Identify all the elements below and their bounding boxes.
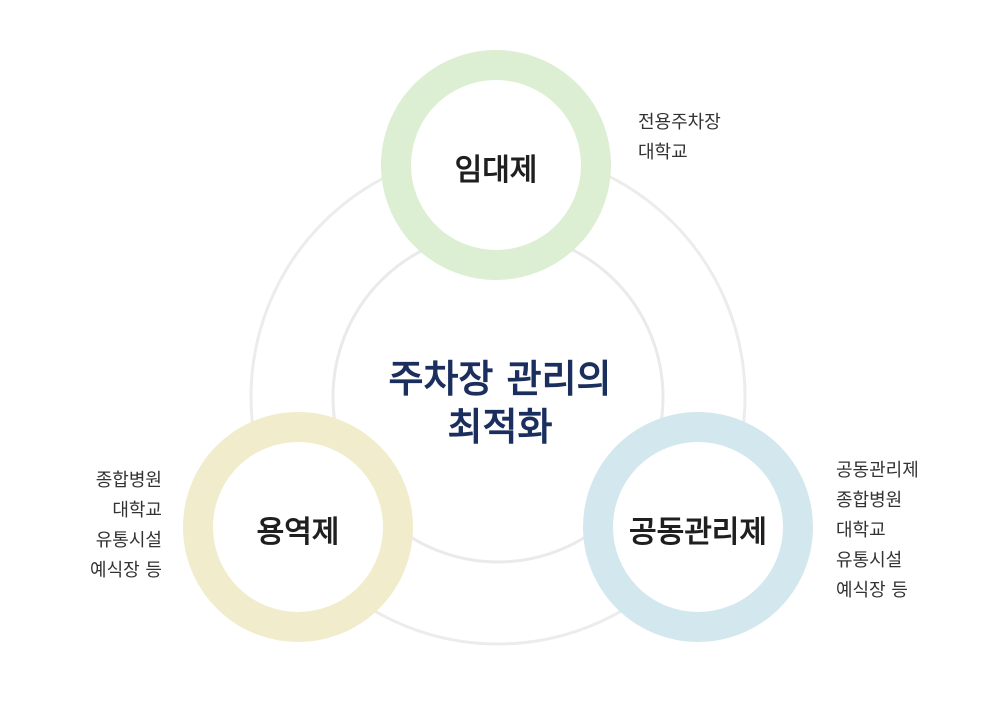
- desc-top: 전용주차장 대학교: [638, 108, 721, 168]
- center-title-line1: 주차장 관리의: [388, 357, 612, 401]
- node-label-top: 임대제: [454, 153, 538, 188]
- desc-right: 공동관리제 종합병원 대학교 유통시설 예식장 등: [836, 456, 919, 606]
- desc-right-item: 공동관리제: [836, 460, 919, 481]
- desc-left-item: 예식장 등: [90, 560, 162, 581]
- center-title: 주차장 관리의 최적화: [330, 355, 670, 451]
- desc-right-item: 대학교: [836, 520, 886, 541]
- desc-top-item: 대학교: [638, 142, 688, 163]
- desc-top-item: 전용주차장: [638, 112, 721, 133]
- desc-right-item: 예식장 등: [836, 580, 908, 601]
- ring-right: [583, 412, 813, 642]
- center-title-line2: 최적화: [447, 405, 553, 449]
- ring-top: [381, 50, 611, 280]
- ring-left: [183, 412, 413, 642]
- desc-left-item: 유통시설: [95, 530, 162, 551]
- desc-right-item: 유통시설: [836, 550, 903, 571]
- desc-left-item: 종합병원: [95, 470, 162, 491]
- desc-right-item: 종합병원: [836, 490, 903, 511]
- node-label-left: 용역제: [256, 515, 340, 550]
- desc-left: 종합병원 대학교 유통시설 예식장 등: [40, 466, 162, 586]
- desc-left-item: 대학교: [112, 500, 162, 521]
- node-label-right: 공동관리제: [629, 515, 767, 550]
